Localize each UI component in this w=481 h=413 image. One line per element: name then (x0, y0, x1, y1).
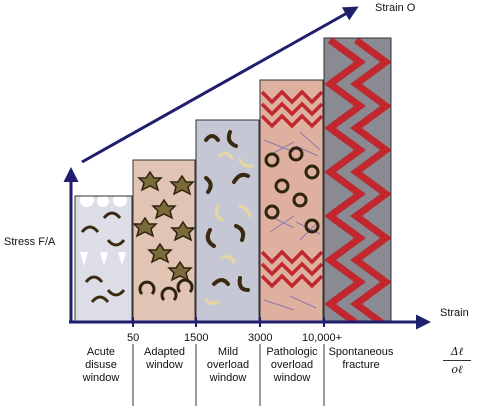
tick-label-3000: 3000 (248, 332, 273, 344)
window-adapted-box (133, 160, 195, 322)
window-acute-disuse-box (75, 196, 132, 322)
strain-o-arrow (81, 6, 359, 164)
fraction-numerator: Δℓ (450, 345, 464, 358)
tick-label-1500: 1500 (184, 332, 209, 344)
strain-fraction: Δℓ oℓ (443, 345, 471, 376)
stress-label: Stress F/A (4, 236, 56, 248)
strain-label: Strain (440, 307, 469, 319)
strain-o-label: Strain O (375, 2, 416, 14)
window-pathologic-overload-box (260, 80, 323, 322)
window-mild-overload-box (196, 120, 259, 322)
tick-label-10000: 10,000+ (302, 332, 343, 344)
tick-label-50: 50 (127, 332, 140, 344)
fraction-denominator: oℓ (451, 363, 463, 376)
window-spontaneous-fracture-box (324, 38, 391, 322)
